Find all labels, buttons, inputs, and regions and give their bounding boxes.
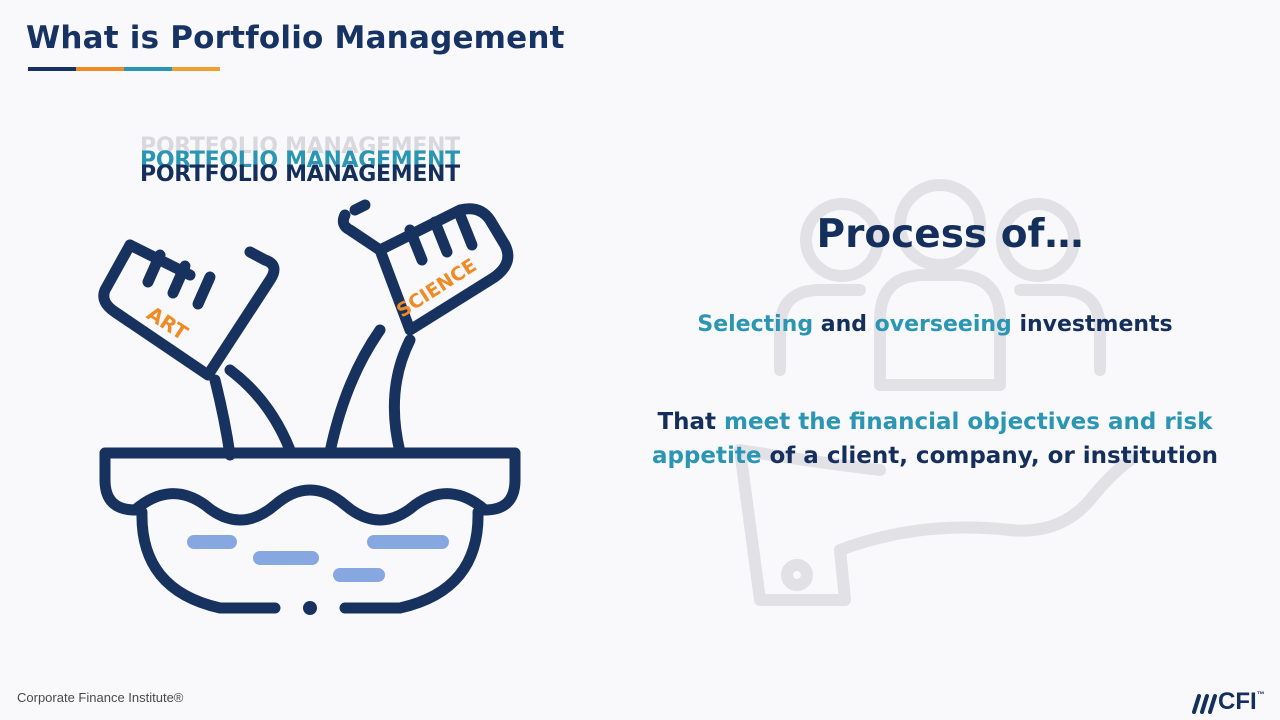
stack-text-light: PORTFOLIO MANAGEMENT [140, 134, 460, 159]
investments-text: investments [1011, 312, 1173, 337]
cfi-logo: CFI ™ [1190, 688, 1265, 716]
stack-text-teal: PORTFOLIO MANAGEMENT [140, 148, 460, 173]
portfolio-management-stack: PORTFOLIO MANAGEMENT PORTFOLIO MANAGEMEN… [140, 134, 480, 194]
definition-line-1: Selecting and overseeing investments [640, 312, 1230, 337]
stack-text-navy: PORTFOLIO MANAGEMENT [140, 162, 460, 187]
process-heading: Process of… [816, 212, 1084, 257]
cfi-slashes-icon [1192, 694, 1217, 714]
title-underline [28, 67, 220, 71]
definition-line-2: That meet the financial objectives and r… [640, 405, 1230, 473]
overseeing-text: overseeing [874, 312, 1012, 337]
and-text: and [813, 312, 875, 337]
cfi-logo-tm: ™ [1256, 690, 1265, 699]
cfi-logo-text: CFI [1218, 688, 1257, 715]
footer-credit: Corporate Finance Institute® [17, 690, 184, 705]
that-text: That [657, 409, 725, 435]
people-on-hand-icon [734, 179, 1136, 606]
client-text: of a client, company, or institution [761, 443, 1219, 469]
objectives-text: meet the financial objectives and risk a… [651, 409, 1213, 469]
selecting-text: Selecting [697, 312, 814, 337]
slide-title: What is Portfolio Management [26, 20, 565, 56]
bowl-with-ladles-icon: ART SCIENCE [98, 199, 521, 615]
